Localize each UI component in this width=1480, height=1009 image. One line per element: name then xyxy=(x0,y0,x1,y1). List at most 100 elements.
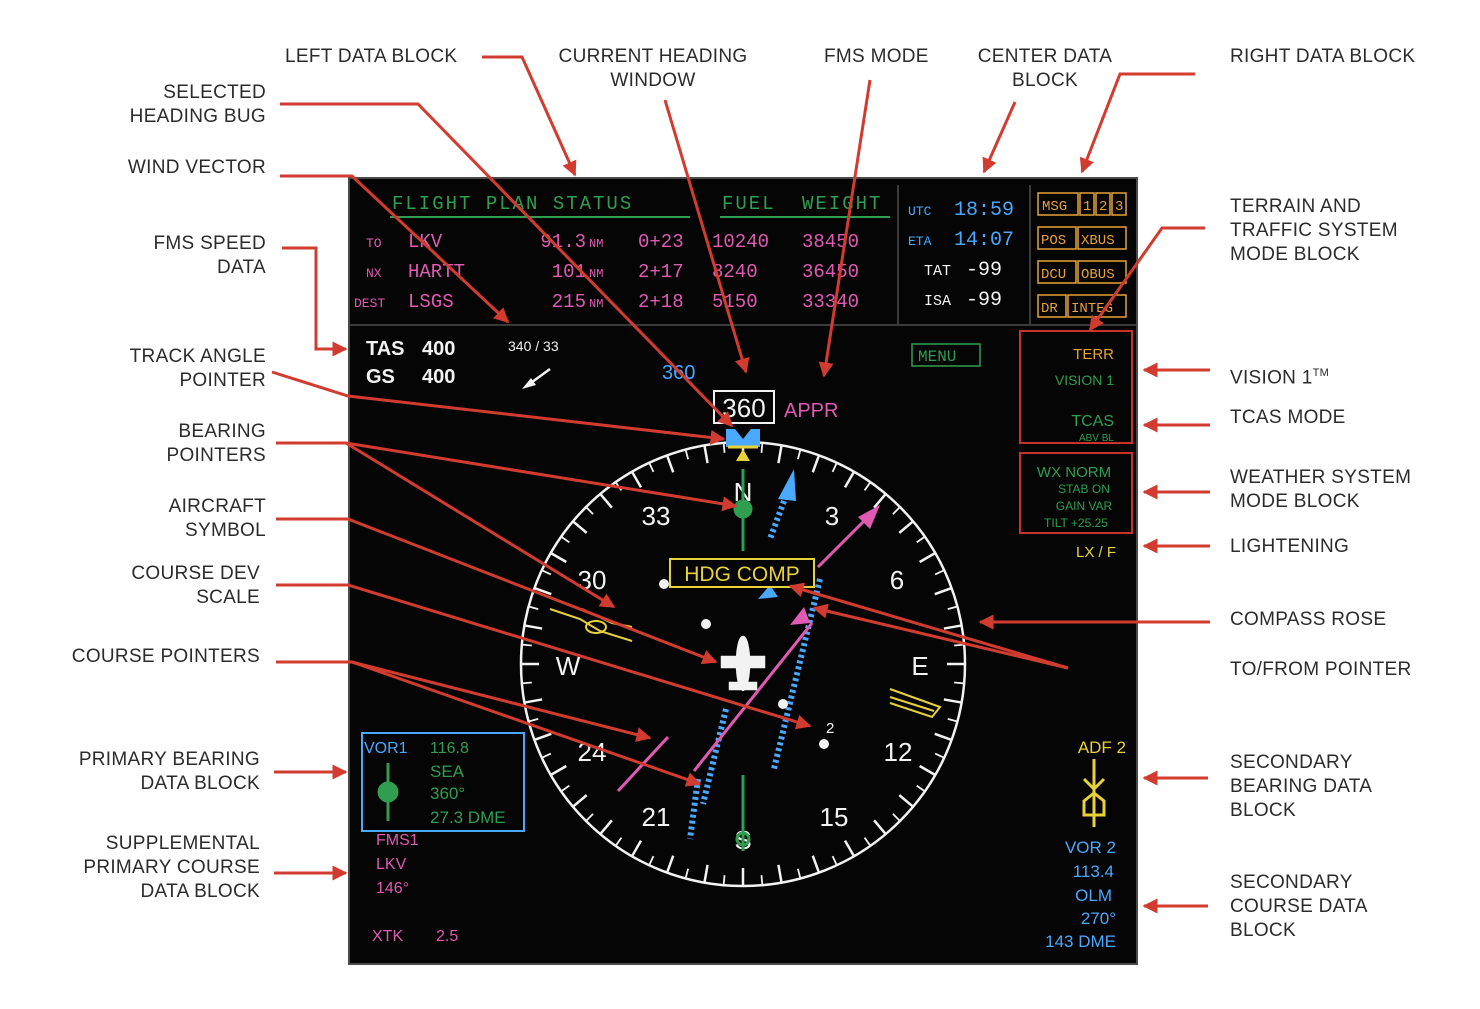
compass-tick xyxy=(873,493,887,509)
isa-value: -99 xyxy=(966,289,1002,312)
terr-mode: TERR xyxy=(1073,346,1114,363)
wx-line-3: GAIN VAR xyxy=(1056,499,1113,513)
primary-bearing-value: 360° xyxy=(430,784,465,803)
callout-line: WEATHER SYSTEM xyxy=(1230,467,1412,488)
compass-ticks xyxy=(521,442,965,886)
dcu-obus-button[interactable]: DCU OBUS xyxy=(1037,260,1127,284)
callout-aircraft-symbol: AIRCRAFT SYMBOL xyxy=(80,495,266,543)
deviation-dot xyxy=(778,699,788,709)
compass-label-15: 15 xyxy=(820,802,849,832)
utc-label: UTC xyxy=(908,204,932,219)
compass-tick xyxy=(777,445,783,464)
button-frame xyxy=(1037,260,1077,284)
tcas-mode: TCAS xyxy=(1071,413,1114,430)
callout-course-dev-scale: COURSE DEV SCALE xyxy=(80,562,260,610)
callout-weather-system-mode-block: WEATHER SYSTEM MODE BLOCK xyxy=(1230,466,1411,514)
compass-tick xyxy=(599,819,613,835)
compass-tick xyxy=(797,868,802,879)
row-unit: NM xyxy=(589,297,603,311)
arrow-wind-vector xyxy=(280,174,510,324)
row-weight: 36450 xyxy=(802,261,859,283)
callout-bearing-pointers: BEARING POINTERS xyxy=(80,420,266,468)
arrow-bearing-pointers-2 xyxy=(345,441,616,609)
tas-value: 400 xyxy=(422,338,455,360)
callout-line: SYMBOL xyxy=(185,520,266,541)
callout-line: DATA xyxy=(216,257,266,278)
menu-label: MENU xyxy=(918,348,956,366)
compass-tick xyxy=(560,784,570,793)
compass-tick xyxy=(599,493,613,509)
deviation-mark: 2 xyxy=(826,720,834,737)
compass-tick xyxy=(916,784,926,793)
arrow-aircraft-symbol xyxy=(276,517,718,665)
callout-line: DATA BLOCK xyxy=(140,773,260,794)
callout-line: FMS SPEED xyxy=(153,233,266,254)
compass-tick xyxy=(797,449,802,460)
callout-line: TRAFFIC SYSTEM xyxy=(1230,220,1398,241)
arrow-terrain-traffic xyxy=(1088,226,1205,332)
callout-line: PRIMARY COURSE xyxy=(83,857,260,878)
callout-right-data-block: RIGHT DATA BLOCK xyxy=(1230,46,1416,67)
compass-tick xyxy=(947,605,958,610)
compass-tick xyxy=(684,449,689,460)
wind-readout: 340 / 33 xyxy=(508,338,559,354)
compass-tick xyxy=(943,624,962,630)
button-frame xyxy=(1095,192,1111,216)
pos-xbus-button[interactable]: POS XBUS xyxy=(1037,226,1127,250)
compass-tick xyxy=(665,855,675,874)
callout-line: BLOCK xyxy=(1230,920,1296,941)
primary-bearing-freq: 116.8 xyxy=(430,740,469,757)
compass-tick xyxy=(760,442,764,453)
callout-compass-rose: COMPASS ROSE xyxy=(1230,609,1387,630)
arrow-course-pointers-2 xyxy=(351,660,702,787)
row-unit: NM xyxy=(589,267,603,281)
row-fuel: 10240 xyxy=(712,231,769,253)
compass-tick xyxy=(521,643,532,647)
flight-plan-header: FLIGHT PLAN STATUS xyxy=(392,193,633,215)
compass-tick xyxy=(916,535,926,544)
callout-lightening: LIGHTENING xyxy=(1230,536,1350,557)
button-label: 1 xyxy=(1083,199,1091,215)
fpl-row-dest: DEST LSGS 215 NM 2+18 5150 33340 xyxy=(354,291,859,313)
compass-label-33: 33 xyxy=(642,501,671,531)
compass-tick xyxy=(811,855,821,874)
menu-button[interactable]: MENU xyxy=(911,343,981,367)
button-label: 3 xyxy=(1115,199,1123,215)
hdg-comp-label: HDG COMP xyxy=(684,563,800,586)
tcas-submode: ABV BL xyxy=(1079,433,1114,444)
course-deviation-scale: 2 xyxy=(659,579,834,749)
lightning-mode: LX / F xyxy=(1076,544,1116,561)
callout-line: CURRENT HEADING xyxy=(558,46,748,67)
row-distance: 91.3 xyxy=(540,231,586,253)
compass-tick xyxy=(630,471,643,488)
callout-line: TRACK ANGLE xyxy=(129,346,266,367)
callout-primary-bearing-data-block: PRIMARY BEARING DATA BLOCK xyxy=(40,748,260,796)
msg-button[interactable]: MSG 1 2 3 xyxy=(1037,192,1127,216)
eta-label: ETA xyxy=(908,234,932,249)
compass-label-21: 21 xyxy=(642,802,671,832)
deviation-dot xyxy=(819,739,829,749)
button-label: MSG xyxy=(1042,199,1067,215)
callout-left-data-block: LEFT DATA BLOCK xyxy=(285,46,458,67)
row-time: 2+18 xyxy=(638,291,684,313)
arrow-center-data-block xyxy=(982,101,1017,174)
compass-tick xyxy=(572,794,588,808)
compass-tick xyxy=(614,837,623,847)
fms-speed-data: TAS 400 GS 400 xyxy=(366,338,455,388)
compass-tick xyxy=(533,586,552,596)
fms-mode-annunciator: APPR xyxy=(784,400,838,422)
flight-plan-rows: TO LKV 91.3 NM 0+23 10240 38450 NX HARTT… xyxy=(354,231,859,313)
weight-header: WEIGHT xyxy=(802,193,882,215)
tat-value: -99 xyxy=(966,259,1002,282)
compass-label-3: 3 xyxy=(825,501,839,531)
button-label: XBUS xyxy=(1081,233,1115,249)
row-waypoint: LSGS xyxy=(408,291,454,313)
top-data-region xyxy=(350,185,1136,326)
button-frame xyxy=(1077,226,1127,250)
row-label: TO xyxy=(366,236,382,251)
secondary-bearing-data-block: ADF 2 xyxy=(1078,738,1126,827)
compass-tick xyxy=(934,732,953,742)
callout-line: SELECTED xyxy=(163,82,266,103)
callout-line: TERRAIN AND xyxy=(1230,196,1362,217)
secondary-bearing-source: ADF 2 xyxy=(1078,738,1126,757)
